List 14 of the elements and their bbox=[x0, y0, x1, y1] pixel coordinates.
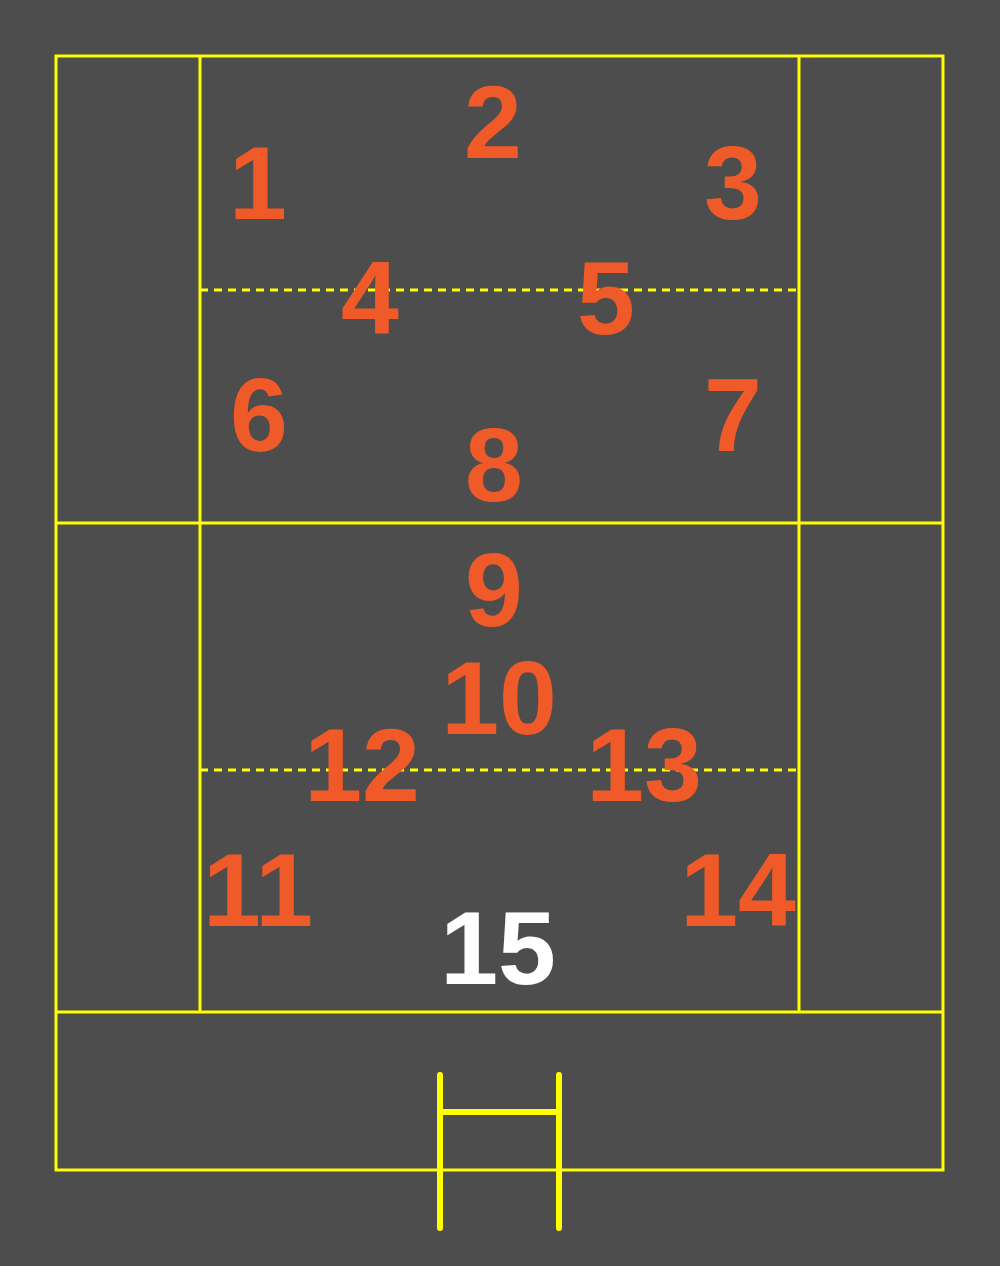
position-number: 9 bbox=[464, 538, 524, 642]
position-number: 15 bbox=[439, 896, 557, 1000]
position-number: 11 bbox=[202, 838, 314, 942]
position-number: 10 bbox=[440, 646, 558, 750]
position-number: 4 bbox=[340, 246, 400, 350]
position-number: 14 bbox=[679, 838, 797, 942]
position-number: 7 bbox=[703, 363, 763, 467]
position-number: 8 bbox=[464, 413, 524, 517]
position-number: 6 bbox=[229, 363, 289, 467]
position-number: 5 bbox=[576, 246, 636, 350]
position-number: 12 bbox=[303, 713, 421, 817]
position-number: 3 bbox=[703, 131, 763, 235]
position-number: 1 bbox=[228, 131, 288, 235]
position-number: 2 bbox=[463, 70, 523, 174]
